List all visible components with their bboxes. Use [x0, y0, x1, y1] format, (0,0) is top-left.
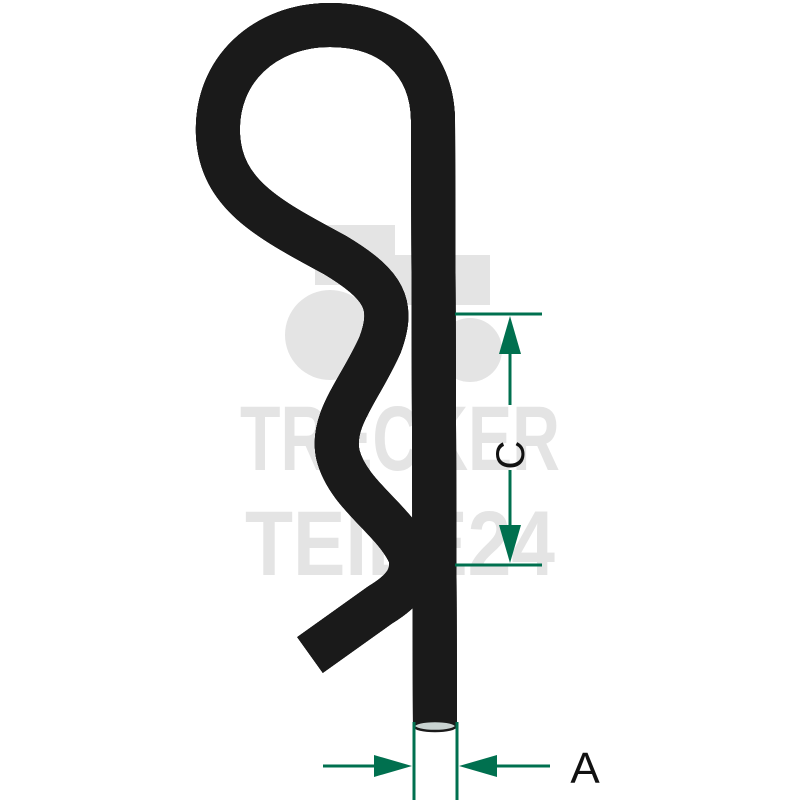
dimension-a — [323, 722, 550, 800]
watermark-line-1: TRECKER — [240, 388, 560, 490]
dimension-a-label: A — [570, 744, 600, 793]
clip-end-face — [412, 719, 458, 733]
dimension-c — [455, 312, 542, 567]
dimension-c-label: C — [489, 441, 533, 470]
